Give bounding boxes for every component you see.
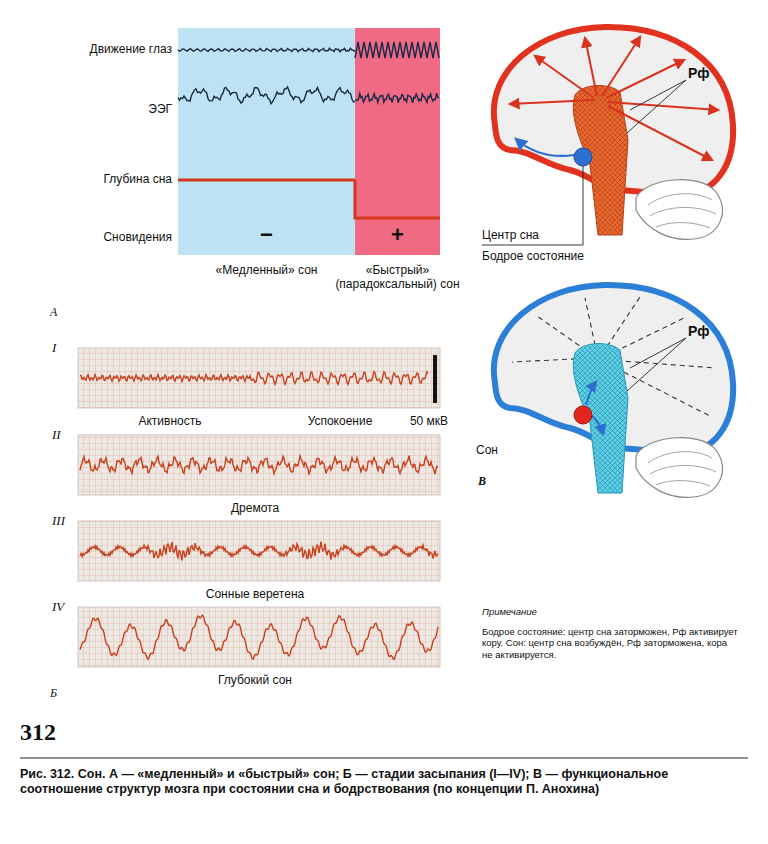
eye-trace [178, 48, 355, 52]
fast-sleep-band: +«Быстрый» (парадоксальный) сон [355, 28, 440, 255]
trace-caption: Глубокий сон [185, 673, 325, 687]
eeg-trace [178, 87, 355, 104]
trace-caption: Дремота [195, 501, 315, 515]
drawing-part [602, 37, 640, 96]
drawing-part [80, 372, 428, 385]
trace-caption: Активность [115, 414, 225, 428]
row-label: Сновидения [20, 230, 172, 244]
structure-label: Рф [688, 65, 710, 82]
drawing-part [636, 180, 722, 240]
drawing-part [608, 360, 716, 368]
state-label: Сон [476, 443, 498, 457]
drawing-part [535, 56, 594, 98]
drawing-part [80, 456, 438, 475]
slow-sleep-band: −«Медленный» сон [178, 28, 355, 255]
row-label: Глубина сна [20, 172, 172, 186]
drawing-part [585, 38, 597, 96]
drawing-part [608, 106, 712, 160]
drawing-part [586, 382, 596, 405]
panel-letter: В [478, 474, 486, 488]
panel-letter: Б [50, 686, 57, 700]
drawing-part [510, 37, 718, 160]
drawing-part [482, 27, 733, 245]
stage-number: II [52, 427, 61, 443]
drawing-part [648, 194, 716, 228]
band-traces [178, 28, 355, 255]
drawing-part [78, 348, 440, 408]
stage-number: III [52, 513, 65, 529]
state-label: Бодрое состояние [482, 249, 584, 263]
row-label: ЭЭГ [20, 102, 172, 116]
drawing-part [592, 416, 603, 434]
dream-sign: − [178, 222, 355, 248]
drawing-part [80, 542, 438, 561]
structure-label: Рф [688, 323, 710, 340]
drawing-part [516, 139, 574, 156]
stage-number: I [52, 340, 56, 356]
trace-caption: Сонные веретена [175, 587, 335, 601]
band-traces [355, 28, 440, 255]
drawing-part [608, 102, 718, 110]
drawing-part [510, 100, 594, 104]
note-text: Бодрое состояние: центр сна заторможен, … [482, 626, 740, 660]
drawing-part [648, 452, 716, 486]
depth-line [355, 180, 440, 218]
scale-label: 50 мкВ [396, 414, 462, 428]
depth-line [178, 179, 355, 182]
drawing-part [78, 435, 440, 495]
drawing-part [574, 406, 592, 424]
structure-label: Центр сна [482, 228, 539, 242]
drawing-part [494, 285, 733, 497]
figure-caption: Рис. 312. Сон. А — «медленный» и «быстры… [20, 767, 748, 797]
trace-caption: Успокоение [285, 414, 395, 428]
stage-number: IV [52, 599, 64, 615]
page-number: 312 [20, 718, 56, 747]
note-heading: Примечание [482, 606, 537, 617]
drawing-part [574, 148, 592, 166]
drawing-part [636, 438, 722, 498]
drawing-part [20, 757, 748, 758]
sleep-phase-name: «Медленный» сон [178, 263, 355, 277]
drawing-part [627, 338, 686, 391]
sleep-phase-name: «Быстрый» (парадоксальный) сон [335, 263, 460, 292]
row-label: Движение глаз [20, 42, 172, 56]
eye-trace [355, 42, 439, 58]
drawing-part [573, 344, 628, 493]
drawing-part [627, 80, 686, 133]
eeg-trace [355, 93, 439, 103]
panel-letter: А [50, 305, 57, 319]
dream-sign: + [355, 222, 440, 248]
drawing-part [433, 355, 437, 403]
drawing-part [482, 166, 583, 245]
drawing-part [78, 607, 440, 667]
drawing-part [80, 372, 438, 660]
drawing-part [573, 86, 628, 235]
drawing-part [80, 615, 438, 659]
drawing-part [78, 521, 440, 581]
